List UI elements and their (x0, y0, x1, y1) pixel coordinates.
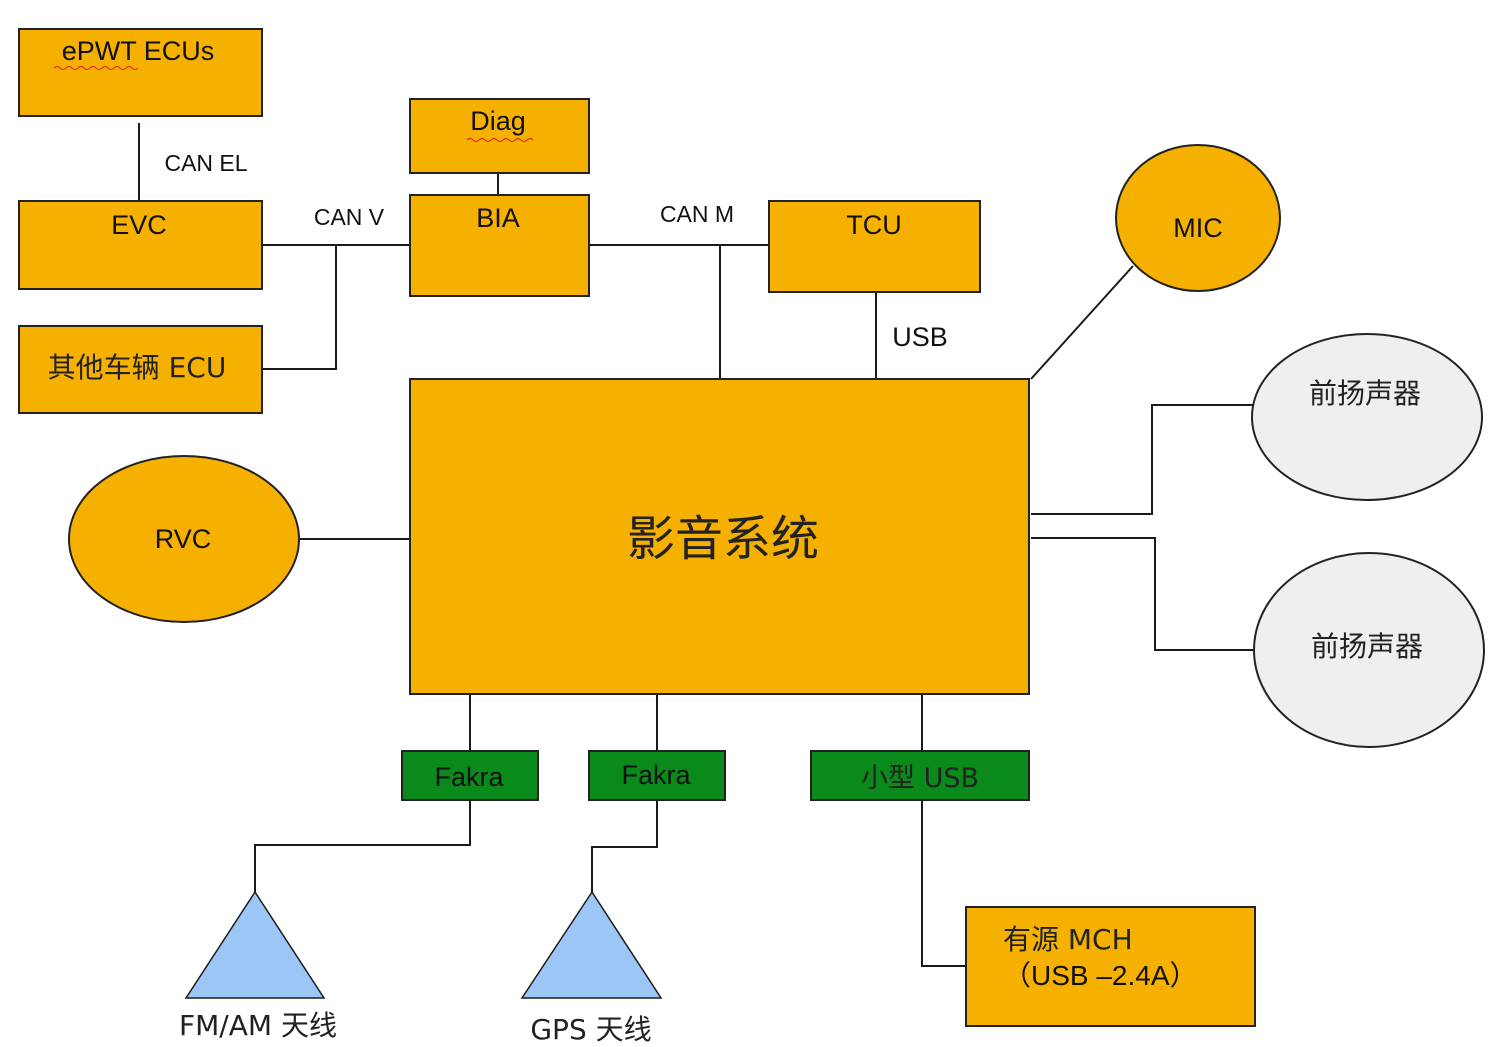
epwt-ecus-box: ePWT ECUs (18, 28, 263, 117)
wire-mic-infotainment (1030, 265, 1134, 380)
active-mch-label-line2: （USB –2.4A） (1003, 960, 1198, 991)
mini-usb-connector: 小型 USB (810, 750, 1030, 801)
bia-label: BIA (476, 203, 520, 233)
antenna-icon (184, 890, 326, 999)
wire-other-ecu-bus (262, 245, 337, 370)
fakra-left-label: Fakra (434, 762, 504, 792)
wire-mini-usb-mch (921, 800, 966, 967)
active-mch-label-line1: 有源 MCH (1003, 923, 1133, 956)
spellcheck-underline (53, 65, 139, 71)
can-v-label: CAN V (314, 204, 385, 230)
diag-box: Diag (409, 98, 590, 174)
front-speaker-bottom: 前扬声器 (1253, 552, 1485, 748)
wire-speaker-top (1031, 404, 1253, 515)
connection-lines (138, 123, 1255, 967)
evc-box: EVC (18, 200, 263, 290)
epwt-ecus-label: ePWT ECUs (62, 36, 215, 66)
rvc-node: RVC (68, 455, 300, 623)
fakra-connector-left: Fakra (401, 750, 539, 801)
front-speaker-top: 前扬声器 (1251, 333, 1483, 501)
spellcheck-underline (466, 137, 534, 143)
mic-label: MIC (1173, 213, 1223, 243)
fm-am-antenna: FM/AM 天线 (179, 890, 337, 1042)
gps-antenna-label: GPS 天线 (530, 1013, 651, 1046)
tcu-label: TCU (846, 210, 902, 240)
diag-label: Diag (470, 106, 526, 136)
fakra-connector-right: Fakra (588, 750, 726, 801)
infotainment-system-box: 影音系统 (409, 378, 1030, 695)
can-el-label: CAN EL (164, 150, 247, 176)
antenna-icon (520, 890, 663, 999)
can-m-label: CAN M (660, 201, 734, 227)
edge-labels: CAN EL CAN V CAN M USB (164, 150, 947, 352)
tcu-box: TCU (768, 200, 981, 293)
wire-speaker-bottom (1031, 537, 1255, 651)
mini-usb-label: 小型 USB (861, 763, 979, 794)
mic-node: MIC (1115, 144, 1281, 292)
gps-antenna: GPS 天线 (520, 890, 663, 1046)
usb-label: USB (892, 322, 948, 352)
other-vehicle-ecu-box: 其他车辆 ECU (18, 325, 263, 414)
infotainment-system-label: 影音系统 (627, 511, 819, 567)
fm-am-antenna-label: FM/AM 天线 (179, 1009, 337, 1042)
rvc-label: RVC (155, 524, 212, 554)
fakra-right-label: Fakra (621, 760, 691, 790)
active-mch-box: 有源 MCH （USB –2.4A） (965, 906, 1256, 1027)
wire-fakra-gps-antenna (591, 800, 658, 892)
bia-box: BIA (409, 194, 590, 297)
front-speaker-top-label: 前扬声器 (1309, 377, 1421, 410)
wire-fakra-fm-antenna (254, 800, 471, 892)
front-speaker-bottom-label: 前扬声器 (1311, 630, 1423, 663)
other-vehicle-ecu-label: 其他车辆 ECU (48, 351, 227, 384)
evc-label: EVC (111, 210, 167, 240)
